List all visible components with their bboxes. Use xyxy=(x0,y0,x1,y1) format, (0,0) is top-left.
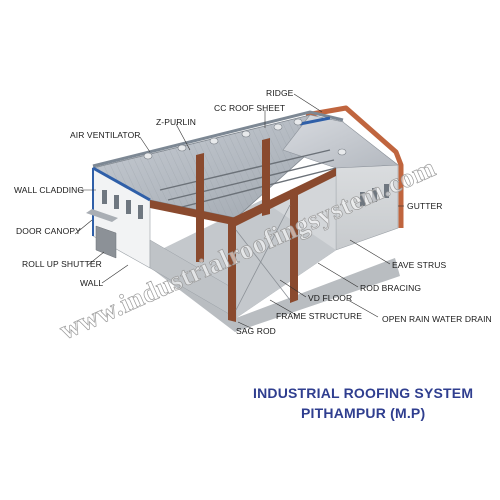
right-window xyxy=(360,192,365,206)
roll-up-shutter xyxy=(95,225,117,259)
air-ventilators xyxy=(143,118,347,160)
label-wall-cladding: WALL CLADDING xyxy=(14,185,85,195)
gable-window xyxy=(114,195,119,209)
label-door-canopy: DOOR CANOPY xyxy=(16,226,81,236)
label-vd-floor: VD FLOOR xyxy=(308,293,353,303)
label-rod-bracing: ROD BRACING xyxy=(360,283,422,293)
ridge xyxy=(92,110,344,168)
right-window xyxy=(372,188,377,202)
door-canopy xyxy=(86,209,118,222)
label-wall: WALL xyxy=(80,278,104,288)
label-gutter: GUTTER xyxy=(407,201,443,211)
frame-structure xyxy=(150,138,336,322)
label-open-rain-water-drain: OPEN RAIN WATER DRAIN xyxy=(382,314,492,324)
roof-sheet-ribs xyxy=(93,115,343,218)
leader-lines xyxy=(74,93,404,330)
gable-window xyxy=(102,190,107,204)
label-z-purlin: Z-PURLIN xyxy=(156,117,196,127)
label-frame-structure: FRAME STRUCTURE xyxy=(276,311,363,321)
gable-window xyxy=(138,205,143,219)
label-eave-strus: EAVE STRUS xyxy=(392,260,447,270)
gutter xyxy=(305,105,404,228)
label-air-ventilator: AIR VENTILATOR xyxy=(70,130,141,140)
label-sag-rod: SAG ROD xyxy=(236,326,276,336)
label-roll-up-shutter: ROLL UP SHUTTER xyxy=(22,259,102,269)
z-purlins xyxy=(159,149,337,209)
title-line-2: PITHAMPUR (M.P) xyxy=(301,405,426,421)
label-cc-roof-sheet: CC ROOF SHEET xyxy=(214,103,286,113)
label-ridge: RIDGE xyxy=(266,88,294,98)
gable-window xyxy=(126,200,131,214)
rod-bracing xyxy=(235,204,291,311)
ridge-skylight xyxy=(299,116,331,126)
title-line-1: INDUSTRIAL ROOFING SYSTEM xyxy=(253,385,474,401)
gable-trim xyxy=(92,166,151,202)
right-window xyxy=(384,184,389,198)
